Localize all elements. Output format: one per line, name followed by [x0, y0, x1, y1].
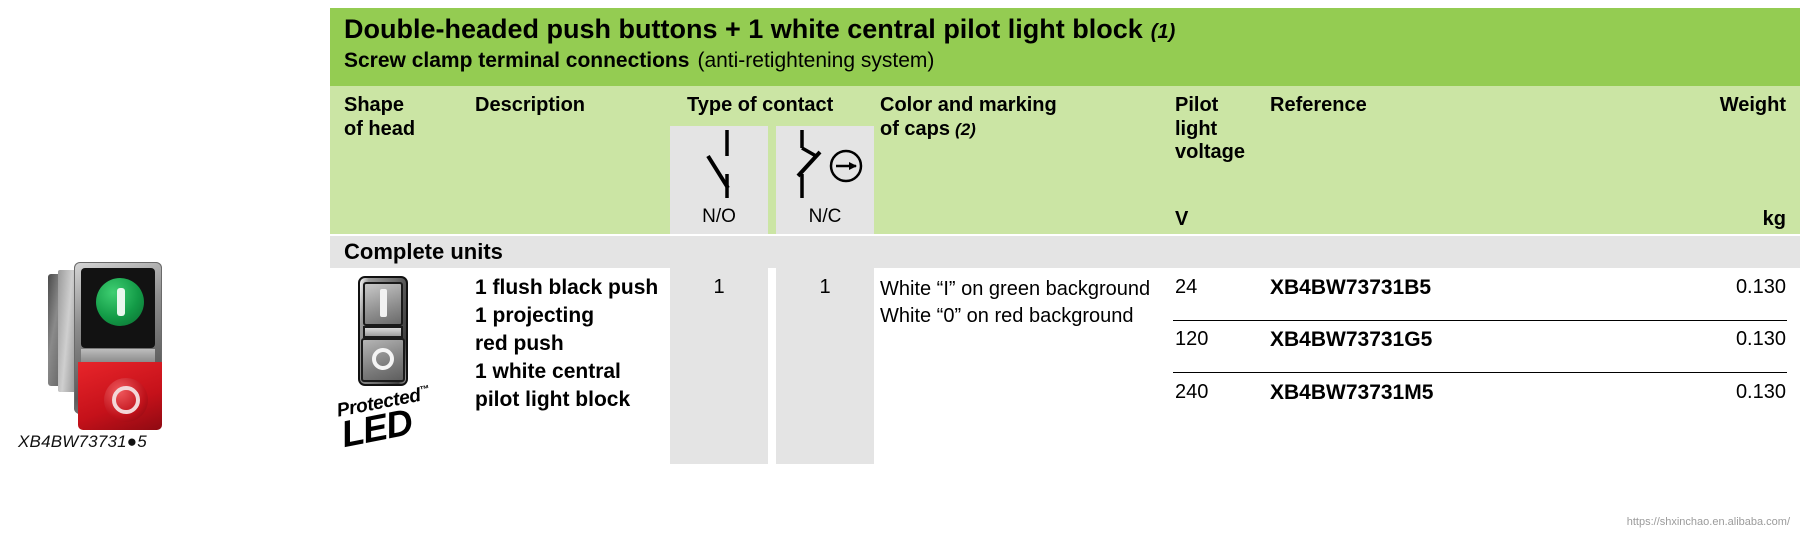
header-description: Description: [475, 94, 586, 116]
header-pilot-light-voltage: Pilot light voltage: [1175, 94, 1245, 165]
header-color-line2: of caps: [880, 117, 951, 140]
header-color-line1: Color and marking: [880, 94, 1057, 116]
product-photo: [18, 252, 218, 430]
row-1-reference[interactable]: XB4BW73731B5: [1270, 276, 1432, 299]
section-label: Complete units: [344, 239, 503, 264]
watermark-url: https://shxinchao.en.alibaba.com/: [1626, 516, 1790, 528]
no-contact-cell: N/O: [670, 126, 768, 234]
green-i-marking: [117, 288, 125, 316]
table-header-band: Shape of head Description Type of contac…: [330, 86, 1800, 234]
section-row-complete-units: Complete units: [330, 236, 1800, 268]
caps-marking-cell: White “I” on green background White “0” …: [880, 276, 1150, 330]
row-divider-1: [1173, 320, 1787, 321]
header-weight: Weight: [1719, 94, 1786, 116]
header-color-line2-wrap: of caps(2): [880, 118, 1057, 142]
normally-closed-contact-icon: [796, 130, 863, 198]
caps-line-1: White “I” on green background: [880, 278, 1151, 300]
catalog-table: Double-headed push buttons + 1 white cen…: [330, 0, 1800, 534]
icon-o-marking: [372, 348, 394, 370]
row-3-voltage: 240: [1175, 381, 1209, 403]
row-2-voltage: 120: [1175, 328, 1209, 350]
description-line-3: red push: [475, 331, 564, 355]
row-divider-2: [1173, 372, 1787, 373]
nc-contact-cell: N/C: [776, 126, 874, 234]
shape-of-head-icon: [352, 276, 414, 386]
description-line-2: 1 projecting: [475, 303, 595, 327]
led-badge-tm: ™: [418, 383, 431, 397]
header-shape-line2: of head: [344, 117, 416, 140]
header-shape-line1: Shape: [344, 94, 405, 116]
row-3-reference[interactable]: XB4BW73731M5: [1270, 381, 1434, 404]
caps-line-2: White “0” on red background: [880, 305, 1134, 327]
nc-contact-label: N/C: [808, 206, 842, 227]
product-caption: XB4BW73731●5: [18, 432, 147, 451]
description-line-4: 1 white central: [475, 359, 621, 383]
no-contact-label: N/O: [702, 206, 736, 227]
row-1-voltage: 24: [1175, 276, 1198, 298]
row-3-weight: 0.130: [1735, 381, 1786, 403]
table-title-footnote: (1): [1150, 21, 1176, 43]
table-subtitle: Screw clamp terminal connections (anti-re…: [344, 48, 1786, 73]
header-color-footnote: (2): [955, 119, 976, 139]
table-body: Protected™ LED 1 flush black push 1 proj…: [330, 268, 1800, 464]
table-title-band: Double-headed push buttons + 1 white cen…: [330, 8, 1800, 86]
normally-open-contact-icon: [706, 130, 730, 198]
table-title-text: Double-headed push buttons + 1 white cen…: [344, 14, 1143, 44]
header-reference: Reference: [1270, 94, 1367, 116]
header-weight-unit: kg: [1762, 208, 1786, 230]
red-o-marking: [112, 386, 140, 414]
description-cell: 1 flush black push 1 projecting red push…: [475, 274, 658, 414]
table-subtitle-normal: (anti-retightening system): [697, 49, 935, 73]
table-subtitle-bold: Screw clamp terminal connections: [344, 49, 690, 73]
no-count-value: 1: [713, 276, 725, 298]
icon-pilot-strip: [363, 326, 403, 338]
header-voltage-unit: V: [1175, 208, 1189, 230]
header-color-marking: Color and marking of caps(2): [880, 94, 1057, 141]
nc-count-cell: [776, 268, 874, 464]
product-photo-zone: XB4BW73731●5: [0, 0, 330, 534]
description-line-1: 1 flush black push: [475, 276, 659, 299]
table-title: Double-headed push buttons + 1 white cen…: [344, 14, 1786, 45]
header-shape-of-head: Shape of head: [344, 94, 415, 141]
row-1-weight: 0.130: [1735, 276, 1786, 298]
row-2-reference[interactable]: XB4BW73731G5: [1270, 328, 1433, 351]
row-2-weight: 0.130: [1735, 328, 1786, 350]
no-count-cell: [670, 268, 768, 464]
description-line-5: pilot light block: [475, 387, 631, 411]
pilot-light-strip: [81, 349, 155, 362]
header-pilot-line1: Pilot: [1175, 94, 1219, 116]
header-pilot-line2: light: [1175, 117, 1218, 140]
nc-count-value: 1: [819, 276, 831, 298]
icon-i-marking: [380, 289, 387, 317]
header-type-of-contact: Type of contact: [687, 94, 834, 116]
protected-led-badge: Protected™ LED: [335, 380, 455, 462]
header-pilot-line3: voltage: [1175, 141, 1246, 164]
